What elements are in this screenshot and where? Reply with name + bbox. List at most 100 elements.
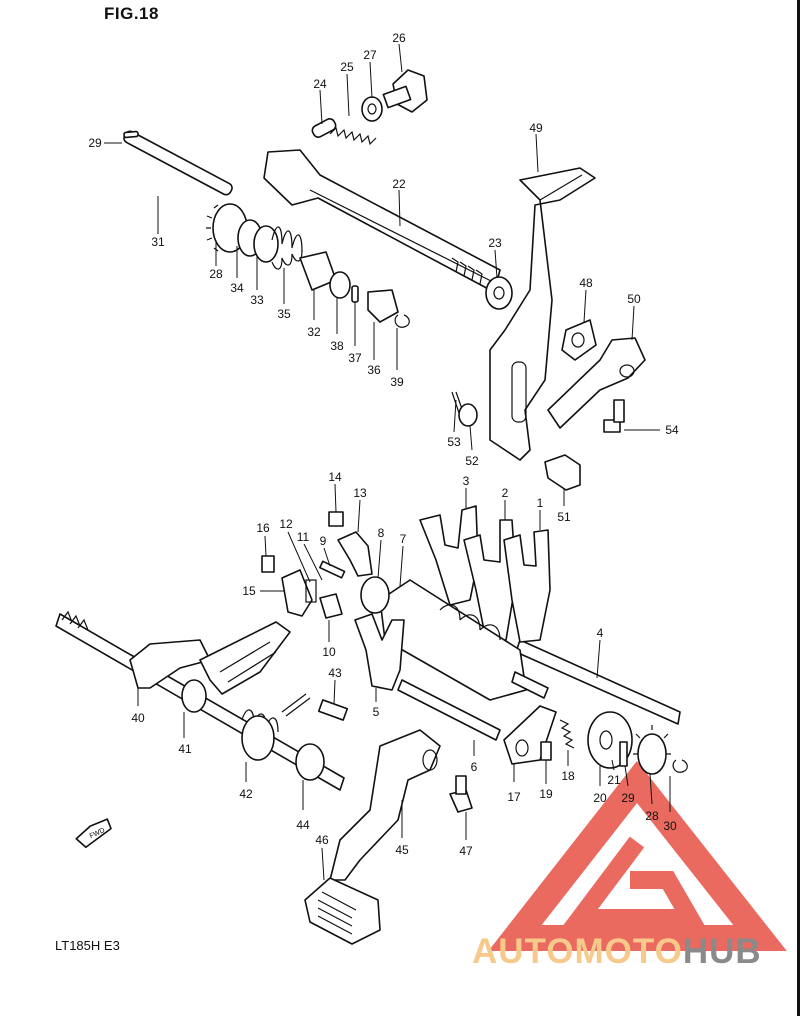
svg-text:15: 15 bbox=[242, 584, 256, 598]
callout-1: 1 bbox=[537, 496, 544, 530]
svg-text:20: 20 bbox=[593, 791, 607, 805]
svg-text:23: 23 bbox=[488, 236, 502, 250]
svg-text:50: 50 bbox=[627, 292, 641, 306]
callout-13: 13 bbox=[353, 486, 367, 533]
callout-5: 5 bbox=[373, 688, 380, 719]
callout-6: 6 bbox=[471, 740, 478, 774]
callout-47: 47 bbox=[459, 812, 473, 858]
svg-text:41: 41 bbox=[178, 742, 192, 756]
svg-text:5: 5 bbox=[373, 705, 380, 719]
svg-text:49: 49 bbox=[529, 121, 543, 135]
model-code: LT185H E3 bbox=[55, 938, 120, 953]
svg-text:44: 44 bbox=[296, 818, 310, 832]
svg-text:37: 37 bbox=[348, 351, 362, 365]
callout-46: 46 bbox=[315, 833, 329, 881]
svg-text:21: 21 bbox=[607, 773, 621, 787]
callout-25: 25 bbox=[340, 60, 354, 117]
callout-26: 26 bbox=[392, 31, 406, 73]
callout-22: 22 bbox=[392, 177, 406, 227]
callout-23: 23 bbox=[488, 236, 502, 279]
callout-50: 50 bbox=[627, 292, 641, 341]
svg-text:10: 10 bbox=[322, 645, 336, 659]
callout-27: 27 bbox=[363, 48, 377, 99]
svg-text:28: 28 bbox=[645, 809, 659, 823]
callout-28-top: 28 bbox=[209, 240, 223, 281]
callout-33: 33 bbox=[250, 256, 264, 307]
gearshift-shaft-42-assembly bbox=[55, 610, 473, 945]
svg-text:8: 8 bbox=[378, 526, 385, 540]
callout-7: 7 bbox=[399, 532, 407, 587]
svg-text:34: 34 bbox=[230, 281, 244, 295]
callout-12: 12 bbox=[279, 517, 311, 583]
callout-42: 42 bbox=[239, 762, 253, 801]
svg-text:18: 18 bbox=[561, 769, 575, 783]
right-border bbox=[797, 0, 800, 1016]
svg-text:2: 2 bbox=[502, 486, 509, 500]
svg-text:36: 36 bbox=[367, 363, 381, 377]
callout-51: 51 bbox=[557, 488, 571, 524]
callout-19: 19 bbox=[539, 760, 553, 801]
svg-text:32: 32 bbox=[307, 325, 321, 339]
fwd-arrow: FWD bbox=[75, 818, 112, 849]
callout-31: 31 bbox=[151, 196, 165, 249]
callout-45: 45 bbox=[395, 800, 409, 857]
svg-text:38: 38 bbox=[330, 339, 344, 353]
svg-text:40: 40 bbox=[131, 711, 145, 725]
callout-28-bottom: 28 bbox=[645, 773, 659, 823]
callout-14: 14 bbox=[328, 470, 342, 513]
svg-text:3: 3 bbox=[463, 474, 470, 488]
callout-41: 41 bbox=[178, 712, 192, 756]
callout-39: 39 bbox=[390, 328, 404, 389]
callout-44: 44 bbox=[296, 780, 310, 832]
shift-shaft-assembly bbox=[263, 69, 646, 491]
callout-16: 16 bbox=[256, 521, 270, 557]
callout-38: 38 bbox=[330, 298, 344, 353]
svg-text:27: 27 bbox=[363, 48, 377, 62]
callout-2: 2 bbox=[502, 486, 509, 520]
callout-9: 9 bbox=[320, 534, 331, 567]
svg-text:45: 45 bbox=[395, 843, 409, 857]
figure-title: FIG.18 bbox=[104, 4, 159, 23]
svg-text:22: 22 bbox=[392, 177, 406, 191]
svg-text:31: 31 bbox=[151, 235, 165, 249]
callout-29-bottom: 29 bbox=[621, 765, 635, 805]
callout-43: 43 bbox=[328, 666, 342, 705]
callout-24: 24 bbox=[313, 77, 327, 125]
callout-36: 36 bbox=[367, 322, 381, 377]
svg-text:46: 46 bbox=[315, 833, 329, 847]
svg-text:28: 28 bbox=[209, 267, 223, 281]
svg-text:42: 42 bbox=[239, 787, 253, 801]
callout-40: 40 bbox=[131, 688, 145, 725]
shift-drum-assembly bbox=[261, 505, 688, 775]
svg-text:9: 9 bbox=[320, 534, 327, 548]
svg-text:11: 11 bbox=[297, 530, 310, 544]
svg-text:19: 19 bbox=[539, 787, 553, 801]
svg-text:4: 4 bbox=[597, 626, 604, 640]
callout-10: 10 bbox=[322, 620, 336, 659]
svg-text:48: 48 bbox=[579, 276, 593, 290]
callout-labels: 26 27 25 24 49 29 22 31 23 28 34 33 35 3… bbox=[88, 31, 679, 881]
callout-3: 3 bbox=[463, 474, 470, 508]
svg-text:33: 33 bbox=[250, 293, 264, 307]
svg-text:52: 52 bbox=[465, 454, 479, 468]
svg-text:53: 53 bbox=[447, 435, 461, 449]
svg-text:12: 12 bbox=[279, 517, 293, 531]
callout-17: 17 bbox=[507, 764, 521, 804]
svg-text:16: 16 bbox=[256, 521, 270, 535]
svg-text:13: 13 bbox=[353, 486, 367, 500]
svg-text:47: 47 bbox=[459, 844, 473, 858]
callout-37: 37 bbox=[348, 302, 362, 365]
svg-text:17: 17 bbox=[507, 790, 521, 804]
svg-text:43: 43 bbox=[328, 666, 342, 680]
callout-4: 4 bbox=[596, 626, 604, 679]
callout-49: 49 bbox=[529, 121, 543, 173]
svg-text:14: 14 bbox=[328, 470, 342, 484]
watermark-logo bbox=[488, 760, 787, 951]
callout-8: 8 bbox=[377, 526, 385, 579]
watermark-text-a: AUTOMOTO bbox=[472, 932, 683, 971]
svg-text:7: 7 bbox=[400, 532, 407, 546]
callout-21: 21 bbox=[607, 759, 621, 787]
callout-11: 11 bbox=[297, 530, 323, 581]
svg-text:25: 25 bbox=[340, 60, 354, 74]
